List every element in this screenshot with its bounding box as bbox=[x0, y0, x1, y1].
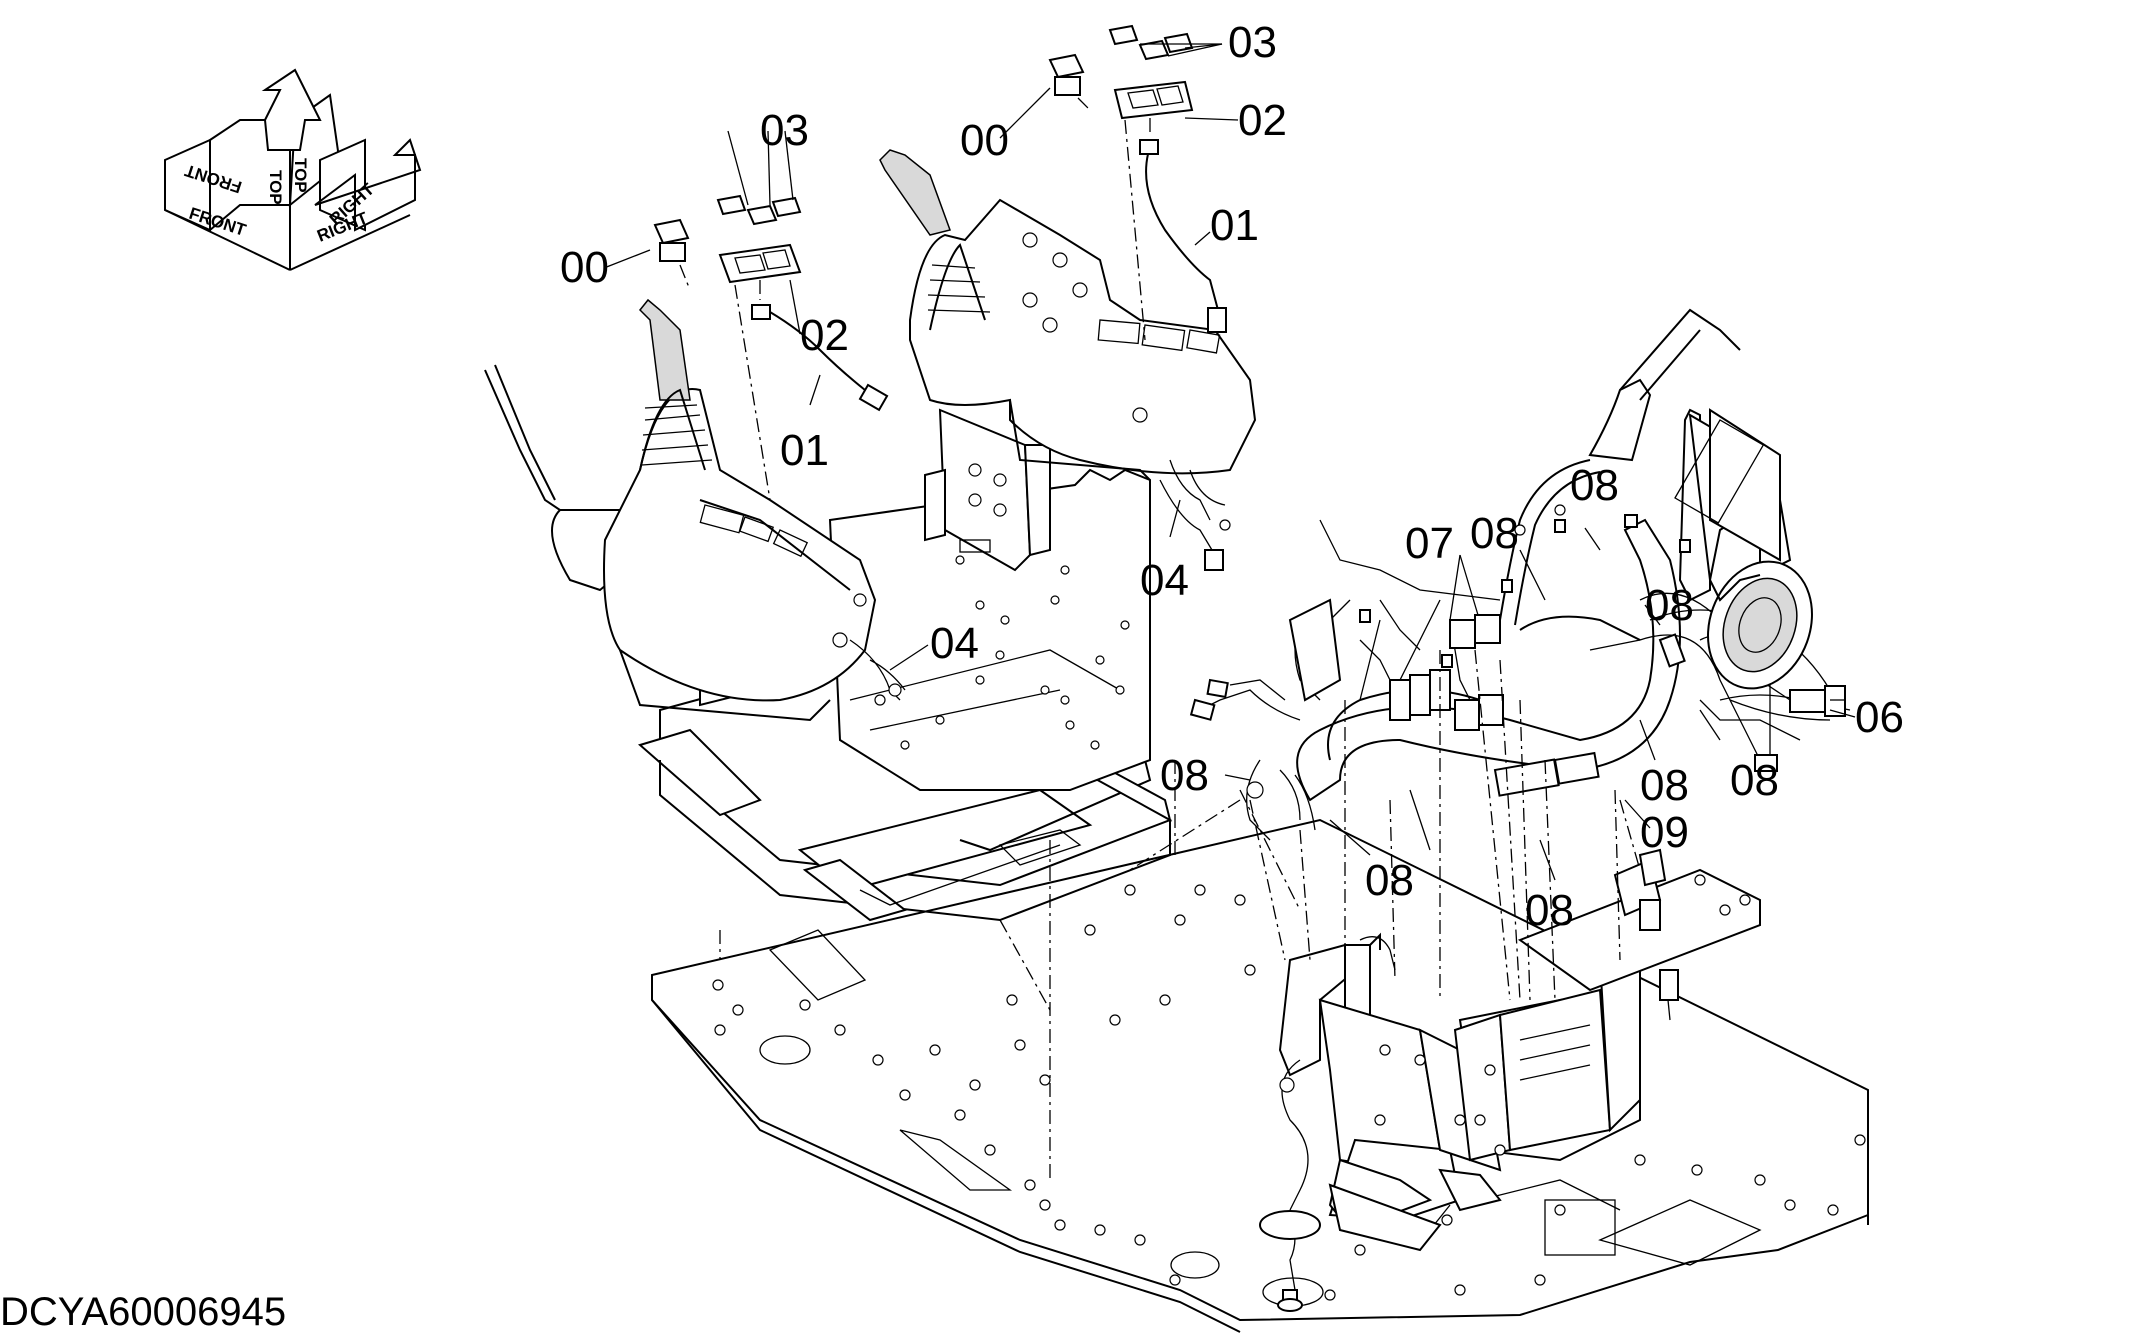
label-part-08-left: 08 bbox=[1160, 751, 1209, 800]
label-part-08-bottom-left: 08 bbox=[1365, 856, 1414, 905]
label-part-08-lower-right-a: 08 bbox=[1640, 761, 1689, 810]
label-part-04-right: 04 bbox=[1140, 556, 1189, 605]
right-control-console bbox=[879, 149, 1257, 571]
label-part-04-left: 04 bbox=[930, 619, 979, 668]
seat-base-frame bbox=[637, 468, 1173, 922]
label-part-09: 09 bbox=[1640, 808, 1689, 857]
dashed-leader-lines bbox=[719, 649, 1641, 1180]
orientation-top-label-2: TOP bbox=[291, 158, 310, 193]
relay-and-fuse-block bbox=[1288, 598, 1600, 797]
right-console-bracket bbox=[924, 408, 1051, 572]
lower-electrical-bracket bbox=[1259, 848, 1761, 1312]
label-part-08-lower-right-b: 08 bbox=[1730, 756, 1779, 805]
harness-fasteners bbox=[1359, 514, 1691, 668]
label-part-01-left: 01 bbox=[780, 426, 829, 475]
label-part-08-top: 08 bbox=[1570, 461, 1619, 510]
main-wiring-harness bbox=[1189, 308, 1851, 851]
label-part-07: 07 bbox=[1405, 519, 1454, 568]
label-part-00-left: 00 bbox=[560, 243, 609, 292]
label-part-03-left: 03 bbox=[760, 106, 809, 155]
right-switch-parts bbox=[1048, 24, 1227, 341]
left-control-console bbox=[484, 298, 906, 722]
label-part-02-right: 02 bbox=[1238, 96, 1287, 145]
label-part-01-right: 01 bbox=[1210, 201, 1259, 250]
floor-holes bbox=[712, 884, 1866, 1301]
left-switch-parts bbox=[653, 194, 889, 501]
label-part-03-right: 03 bbox=[1228, 18, 1277, 67]
callout-labels: 00 00 01 01 02 02 03 03 04 04 06 07 08 0… bbox=[560, 18, 1904, 935]
label-part-08-bottom: 08 bbox=[1525, 886, 1574, 935]
drawing-number: DCYA60006945 bbox=[0, 1290, 286, 1334]
orientation-top-label-1: TOP bbox=[266, 170, 285, 205]
label-part-06: 06 bbox=[1855, 693, 1904, 742]
callout-leaders bbox=[603, 43, 1856, 881]
label-part-08-mid-right: 08 bbox=[1645, 581, 1694, 630]
label-part-00-right: 00 bbox=[960, 116, 1009, 165]
label-part-02-left: 02 bbox=[800, 311, 849, 360]
label-part-08-mid-left: 08 bbox=[1470, 509, 1519, 558]
cab-side-panel bbox=[1674, 408, 1813, 690]
orientation-icon: FRONT FRONT TOP TOP RIGHT RIGHT bbox=[164, 68, 422, 271]
